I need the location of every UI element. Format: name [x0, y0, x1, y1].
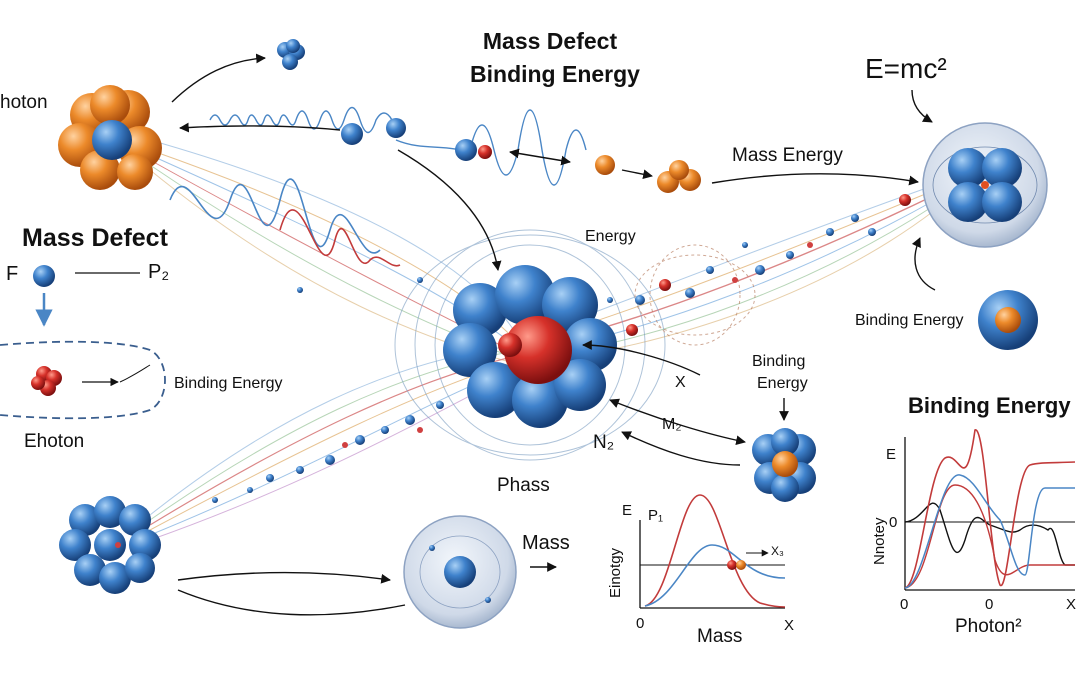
arrows [171, 53, 936, 616]
chart-right-zero-y: 0 [889, 514, 898, 531]
label-ehoton: Ehoton [24, 431, 85, 452]
label-f: F [6, 263, 19, 285]
chart-left-x-label: Mass [697, 626, 743, 647]
label-n2: N₂ [593, 432, 615, 453]
wave-left [169, 178, 401, 267]
nucleus-top-left [58, 85, 162, 190]
chart-right-zero-x-mid: 0 [985, 596, 994, 613]
label-binding-energy-right: Binding Energy [855, 312, 964, 329]
chart-left-blue-curve [644, 544, 786, 607]
label-x-center: X [675, 374, 686, 391]
label-mass-energy: Mass Energy [732, 145, 843, 166]
label-binding-energy-left: Binding Energy [174, 375, 283, 392]
chart-right-red-curve-2 [904, 484, 1075, 589]
chart-left-arrow-label: X₃ [771, 544, 784, 558]
chart-left-y-label: Einotgy [607, 547, 624, 598]
particles-top [341, 118, 701, 193]
chart-right-blue-curve [904, 474, 1075, 589]
label-hoton: hoton [0, 92, 48, 113]
glass-sphere-right [922, 122, 1048, 248]
orbit-rings [394, 229, 756, 461]
label-energy-center: Energy [585, 228, 636, 245]
chart-right-zero-x: 0 [900, 596, 909, 613]
label-m2: M₂ [662, 416, 682, 433]
label-p2: P₂ [148, 261, 170, 283]
chart-left [639, 494, 786, 609]
chart-left-red-curve [644, 494, 786, 608]
chart-left-x-end: X [784, 617, 795, 634]
chart-right-x-label: Photon² [955, 616, 1022, 637]
scattered-particles [212, 194, 911, 503]
title-line-1: Mass Defect [482, 28, 618, 54]
cluster-top [277, 39, 305, 70]
label-mass-bottom: Mass [522, 532, 570, 554]
title-line-2: Binding Energy [470, 61, 640, 87]
chart-left-origin: 0 [636, 615, 645, 632]
label-phass: Phass [497, 475, 550, 496]
nucleus-right-small [978, 290, 1038, 350]
chart-right-y-label: Nnotey [871, 517, 888, 565]
chart-left-p1-label: P₁ [648, 507, 664, 524]
chart-right-e-label: E [886, 446, 897, 463]
chart-right-red-curve-1 [904, 429, 1076, 589]
chart-left-e-label: E [622, 502, 633, 519]
label-binding-small-2: Energy [757, 375, 808, 392]
chart-right-x-end: X [1066, 596, 1077, 613]
nucleus-bottom-left [59, 496, 161, 594]
label-mass-defect: Mass Defect [22, 224, 168, 252]
chart-right [904, 429, 1076, 591]
chart-left-marker-2 [736, 560, 746, 570]
chart-left-marker-1 [727, 560, 737, 570]
equation-emc2: E=mc² [865, 53, 947, 84]
chart-right-title: Binding Energy [908, 393, 1071, 418]
mass-defect-mini [0, 265, 166, 420]
nucleus-middle-right [752, 428, 816, 502]
label-binding-small-1: Binding [752, 353, 806, 370]
glass-sphere-bottom [403, 515, 517, 629]
nucleus-center [443, 265, 617, 428]
